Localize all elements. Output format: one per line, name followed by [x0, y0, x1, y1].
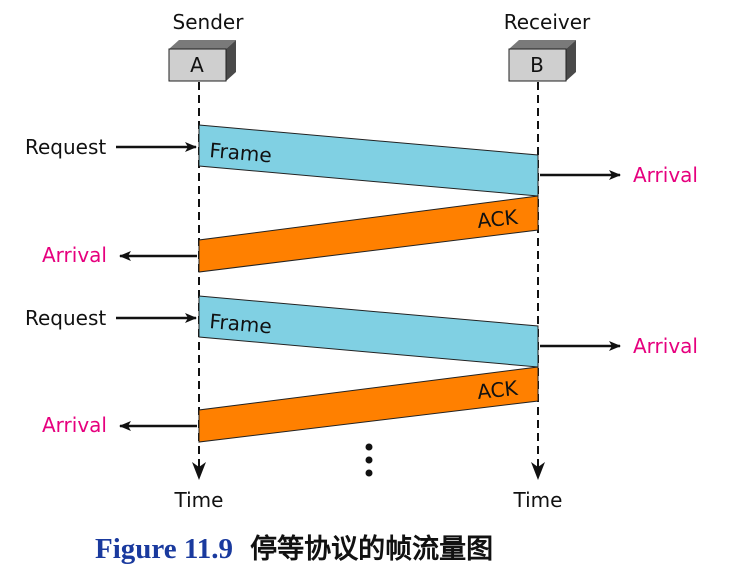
figure-number: Figure 11.9 [95, 533, 233, 565]
receiver-label: B [530, 53, 544, 77]
request-label: Request [25, 135, 106, 159]
ack-label: ACK [476, 205, 520, 233]
round-1: Request Frame Arrival ACK Arrival [25, 124, 698, 273]
sender-box-side [226, 40, 236, 81]
figure-title: 停等协议的帧流量图 [250, 533, 493, 565]
sender-box-top [169, 40, 236, 49]
vertical-ellipsis-icon [365, 443, 373, 477]
receiver-arrival-label: Arrival [633, 334, 698, 358]
sender-arrival-label: Arrival [42, 413, 107, 437]
receiver-arrival-label: Arrival [633, 163, 698, 187]
receiver-time-arrowhead [531, 462, 545, 480]
receiver-time-label: Time [513, 488, 563, 512]
request-label: Request [25, 306, 106, 330]
sender-title: Sender [173, 10, 245, 34]
ack-band [198, 366, 539, 443]
sender-label: A [190, 53, 204, 77]
receiver-title: Receiver [504, 10, 591, 34]
sender-node-box: A [168, 40, 236, 82]
receiver-box-top [509, 40, 576, 49]
sender-time-label: Time [174, 488, 224, 512]
figure-caption: Figure 11.9 停等协议的帧流量图 [95, 533, 493, 565]
frame-label: Frame [209, 138, 273, 167]
frame-label: Frame [209, 309, 273, 338]
round-2: Request Frame Arrival ACK Arrival [25, 295, 698, 443]
ack-band [198, 195, 539, 273]
sender-box-front [168, 48, 227, 82]
sender-arrival-label: Arrival [42, 243, 107, 267]
receiver-node-box: B [508, 40, 576, 82]
receiver-box-front [508, 48, 567, 82]
receiver-box-side [566, 40, 576, 81]
sender-time-arrowhead [192, 462, 206, 480]
ack-label: ACK [476, 376, 520, 404]
